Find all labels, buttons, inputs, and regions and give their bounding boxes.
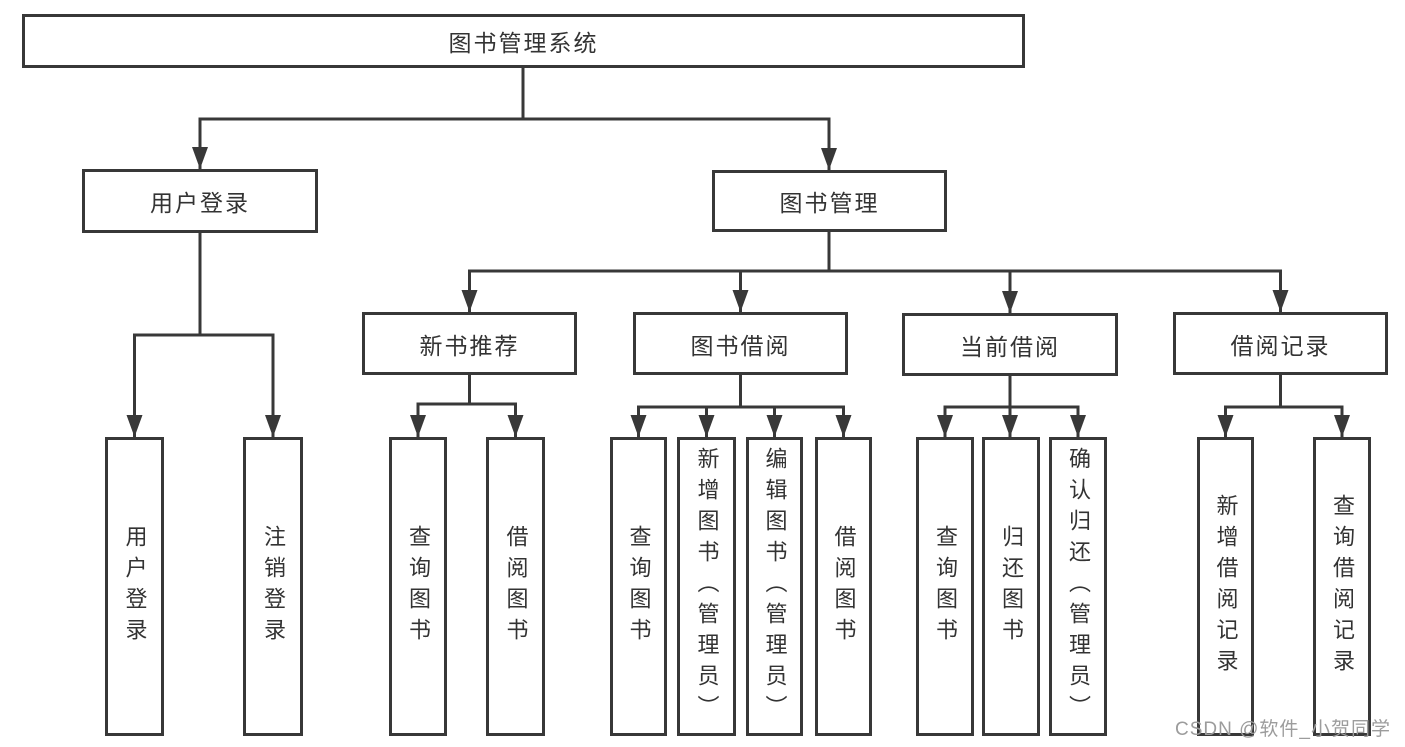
node-label: 借阅图书 — [831, 524, 857, 649]
node-label: 图书管理系统 — [448, 30, 599, 56]
leaf-query-books-borrow: 查询图书 — [610, 437, 667, 736]
leaf-logout: 注销登录 — [243, 437, 303, 736]
leaf-borrow-books-recommend: 借阅图书 — [486, 437, 545, 736]
leaf-query-borrow-record: 查询借阅记录 — [1313, 437, 1371, 736]
leaf-confirm-return-admin: 确认归还（管理员） — [1049, 437, 1107, 736]
node-user-login-module: 用户登录 — [82, 169, 318, 233]
edge-newbook-to-leaves — [410, 375, 524, 437]
edge-records-to-leaves — [1217, 375, 1350, 437]
node-label: 查询借阅记录 — [1330, 493, 1355, 680]
node-label: 借阅图书 — [503, 524, 529, 649]
node-label: 查询图书 — [626, 524, 652, 649]
node-label: 新书推荐 — [419, 332, 520, 359]
node-label: 查询图书 — [933, 524, 958, 649]
node-current-borrowing: 当前借阅 — [902, 313, 1118, 376]
node-label: 当前借阅 — [960, 333, 1060, 360]
node-root-library-system: 图书管理系统 — [22, 14, 1025, 68]
leaf-query-books-current: 查询图书 — [916, 437, 974, 736]
node-new-book-recommend: 新书推荐 — [362, 312, 577, 375]
node-label: 借阅记录 — [1230, 332, 1331, 359]
edge-userlogin-to-leaves — [126, 233, 281, 437]
node-label: 注销登录 — [261, 524, 286, 649]
node-label: 图书管理 — [779, 190, 880, 216]
node-label: 查询图书 — [406, 524, 431, 649]
leaf-edit-books-admin: 编辑图书（管理员） — [746, 437, 803, 736]
edge-root-to-level2 — [192, 68, 837, 170]
leaf-user-login: 用户登录 — [105, 437, 164, 736]
leaf-add-borrow-record: 新增借阅记录 — [1197, 437, 1254, 736]
node-label: 用户登录 — [122, 524, 148, 649]
edge-current-to-leaves — [937, 376, 1086, 437]
node-label: 编辑图书（管理员） — [762, 447, 788, 726]
node-book-management-module: 图书管理 — [712, 170, 947, 232]
node-label: 新增图书（管理员） — [694, 447, 720, 726]
csdn-watermark: CSDN @软件_小贺同学 — [1175, 719, 1391, 740]
node-label: 图书借阅 — [690, 332, 791, 359]
leaf-add-books-admin: 新增图书（管理员） — [677, 437, 736, 736]
leaf-return-books: 归还图书 — [982, 437, 1040, 736]
node-borrowing-records: 借阅记录 — [1173, 312, 1388, 375]
edge-bookmgmt-to-level3 — [461, 232, 1289, 313]
node-label: 确认归还（管理员） — [1066, 447, 1091, 726]
node-book-borrowing: 图书借阅 — [633, 312, 848, 375]
leaf-borrow-books: 借阅图书 — [815, 437, 872, 736]
node-label: 新增借阅记录 — [1213, 493, 1239, 680]
edge-borrow-to-leaves — [630, 375, 852, 437]
node-label: 归还图书 — [999, 524, 1024, 649]
node-label: 用户登录 — [150, 190, 250, 216]
leaf-query-books-recommend: 查询图书 — [389, 437, 447, 736]
